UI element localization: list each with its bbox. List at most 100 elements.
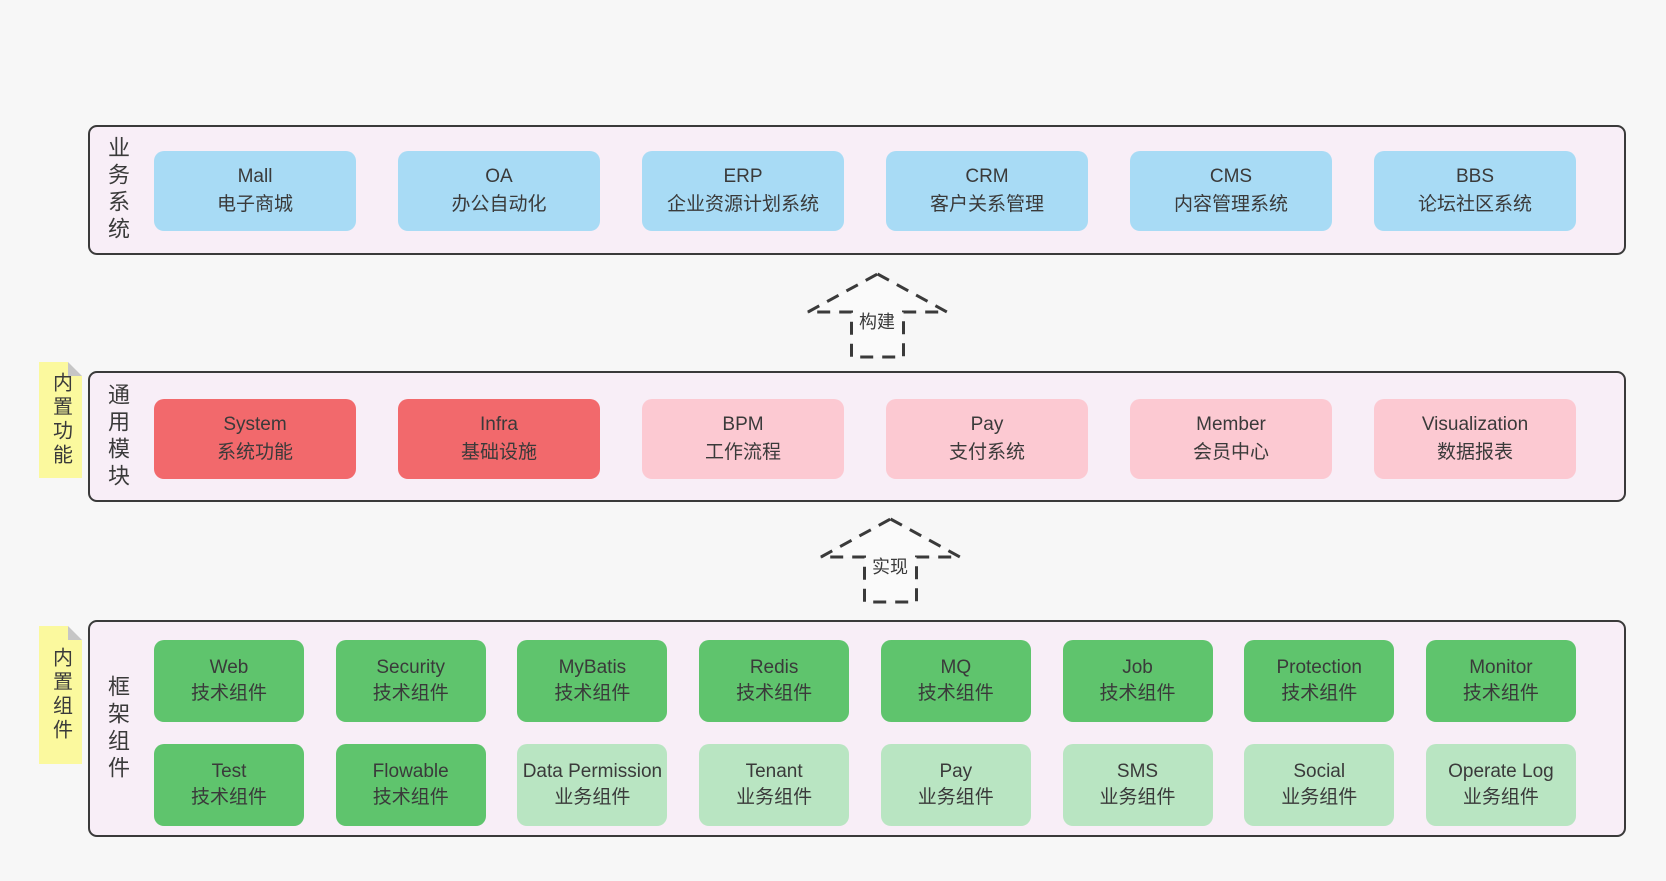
box-label-en: Visualization (1421, 413, 1529, 435)
box-label-en: Protection (1276, 657, 1362, 679)
box-bpm: BPM 工作流程 (642, 399, 844, 479)
box-pay-component: Pay 业务组件 (880, 744, 1031, 826)
sticky-note-label: 内置功能 (49, 372, 72, 468)
box-label-en: Security (376, 657, 446, 679)
box-cms: CMS 内容管理系统 (1130, 151, 1332, 231)
box-label-zh: 论坛社区系统 (1417, 194, 1532, 215)
framework-components-row-1: Web 技术组件 Security 技术组件 MyBatis 技术组件 Redi… (154, 640, 1576, 722)
box-label-zh: 数据报表 (1436, 442, 1513, 463)
box-label-en: MQ (940, 657, 972, 679)
box-label-zh: 会员中心 (1192, 442, 1269, 463)
box-label-zh: 技术组件 (190, 683, 267, 704)
box-oa: OA 办公自动化 (398, 151, 600, 231)
box-label-zh: 工作流程 (704, 442, 781, 463)
box-label-en: CMS (1209, 165, 1253, 187)
layer-title-common-modules: 通用模块 (105, 382, 130, 491)
box-job: Job 技术组件 (1062, 640, 1213, 722)
box-label-zh: 技术组件 (372, 787, 449, 808)
box-label-zh: 业务组件 (1462, 787, 1539, 808)
box-label-en: OA (485, 165, 513, 187)
box-label-en: Pay (939, 761, 973, 783)
business-systems-row: Mall 电子商城 OA 办公自动化 ERP 企业资源计划系统 CRM 客户关系… (154, 151, 1576, 231)
box-web: Web 技术组件 (154, 640, 304, 722)
box-label-en: Mall (237, 165, 273, 187)
box-label-zh: 业务组件 (1281, 787, 1358, 808)
build-arrow-label: 构建 (856, 312, 898, 334)
box-label-en: CRM (965, 165, 1009, 187)
box-protection: Protection 技术组件 (1244, 640, 1395, 722)
box-test: Test 技术组件 (154, 744, 304, 826)
box-bbs: BBS 论坛社区系统 (1374, 151, 1576, 231)
box-label-zh: 内容管理系统 (1173, 194, 1288, 215)
layer-title-framework-components: 框架组件 (105, 674, 130, 783)
sticky-note-built-in-components: 内置组件 (39, 626, 82, 764)
box-infra: Infra 基础设施 (398, 399, 600, 479)
box-label-zh: 基础设施 (460, 442, 537, 463)
box-label-zh: 业务组件 (554, 787, 631, 808)
box-label-zh: 电子商城 (216, 194, 293, 215)
box-label-zh: 技术组件 (917, 683, 994, 704)
box-label-en: Data Permission (522, 761, 663, 783)
box-label-zh: 业务组件 (917, 787, 994, 808)
sticky-note-built-in-features: 内置功能 (39, 362, 82, 478)
sticky-note-label: 内置组件 (49, 647, 72, 743)
box-mall: Mall 电子商城 (154, 151, 356, 231)
box-mq: MQ 技术组件 (880, 640, 1031, 722)
box-member: Member 会员中心 (1130, 399, 1332, 479)
box-label-en: Infra (479, 413, 519, 435)
box-label-en: Member (1196, 413, 1266, 435)
box-label-en: MyBatis (558, 657, 627, 679)
box-label-zh: 技术组件 (1099, 683, 1176, 704)
box-label-en: Tenant (745, 761, 803, 783)
box-label-en: BBS (1455, 165, 1495, 187)
box-social: Social 业务组件 (1244, 744, 1395, 826)
layer-framework-components: 框架组件 Web 技术组件 Security 技术组件 MyBatis 技术组件… (88, 620, 1626, 837)
box-label-en: Social (1293, 761, 1346, 783)
box-data-permission: Data Permission 业务组件 (517, 744, 668, 826)
box-label-en: Job (1122, 657, 1153, 679)
box-label-zh: 技术组件 (1281, 683, 1358, 704)
box-label-zh: 企业资源计划系统 (666, 194, 819, 215)
box-label-zh: 办公自动化 (451, 194, 547, 215)
box-label-zh: 业务组件 (736, 787, 813, 808)
box-redis: Redis 技术组件 (699, 640, 850, 722)
layer-business-systems: 业务系统 Mall 电子商城 OA 办公自动化 ERP 企业资源计划系统 CRM… (88, 125, 1626, 255)
box-label-zh: 技术组件 (372, 683, 449, 704)
box-label-zh: 支付系统 (948, 442, 1025, 463)
box-label-en: Test (211, 761, 247, 783)
box-label-en: SMS (1116, 761, 1159, 783)
box-label-en: Flowable (372, 761, 449, 783)
box-label-zh: 技术组件 (554, 683, 631, 704)
box-label-zh: 业务组件 (1099, 787, 1176, 808)
box-label-zh: 技术组件 (736, 683, 813, 704)
box-label-en: Operate Log (1448, 761, 1554, 783)
box-pay-module: Pay 支付系统 (886, 399, 1088, 479)
box-label-zh: 系统功能 (216, 442, 293, 463)
box-label-zh: 客户关系管理 (929, 194, 1044, 215)
box-system: System 系统功能 (154, 399, 356, 479)
box-label-zh: 技术组件 (1462, 683, 1539, 704)
layer-common-modules: 通用模块 System 系统功能 Infra 基础设施 BPM 工作流程 Pay… (88, 371, 1626, 502)
box-label-en: ERP (723, 165, 763, 187)
box-label-en: System (223, 413, 287, 435)
box-visualization: Visualization 数据报表 (1374, 399, 1576, 479)
box-label-zh: 技术组件 (190, 787, 267, 808)
common-modules-row: System 系统功能 Infra 基础设施 BPM 工作流程 Pay 支付系统… (154, 399, 1576, 479)
box-security: Security 技术组件 (335, 640, 486, 722)
box-operate-log: Operate Log 业务组件 (1425, 744, 1576, 826)
box-sms: SMS 业务组件 (1062, 744, 1213, 826)
box-flowable: Flowable 技术组件 (335, 744, 486, 826)
implement-arrow-label: 实现 (869, 557, 911, 579)
box-monitor: Monitor 技术组件 (1425, 640, 1576, 722)
box-erp: ERP 企业资源计划系统 (642, 151, 844, 231)
box-label-en: Redis (749, 657, 799, 679)
box-label-en: Web (209, 657, 249, 679)
box-tenant: Tenant 业务组件 (699, 744, 850, 826)
box-label-en: Pay (970, 413, 1004, 435)
box-mybatis: MyBatis 技术组件 (517, 640, 668, 722)
framework-components-row-2: Test 技术组件 Flowable 技术组件 Data Permission … (154, 744, 1576, 826)
layer-title-business-systems: 业务系统 (105, 136, 130, 244)
box-crm: CRM 客户关系管理 (886, 151, 1088, 231)
box-label-en: BPM (722, 413, 764, 435)
